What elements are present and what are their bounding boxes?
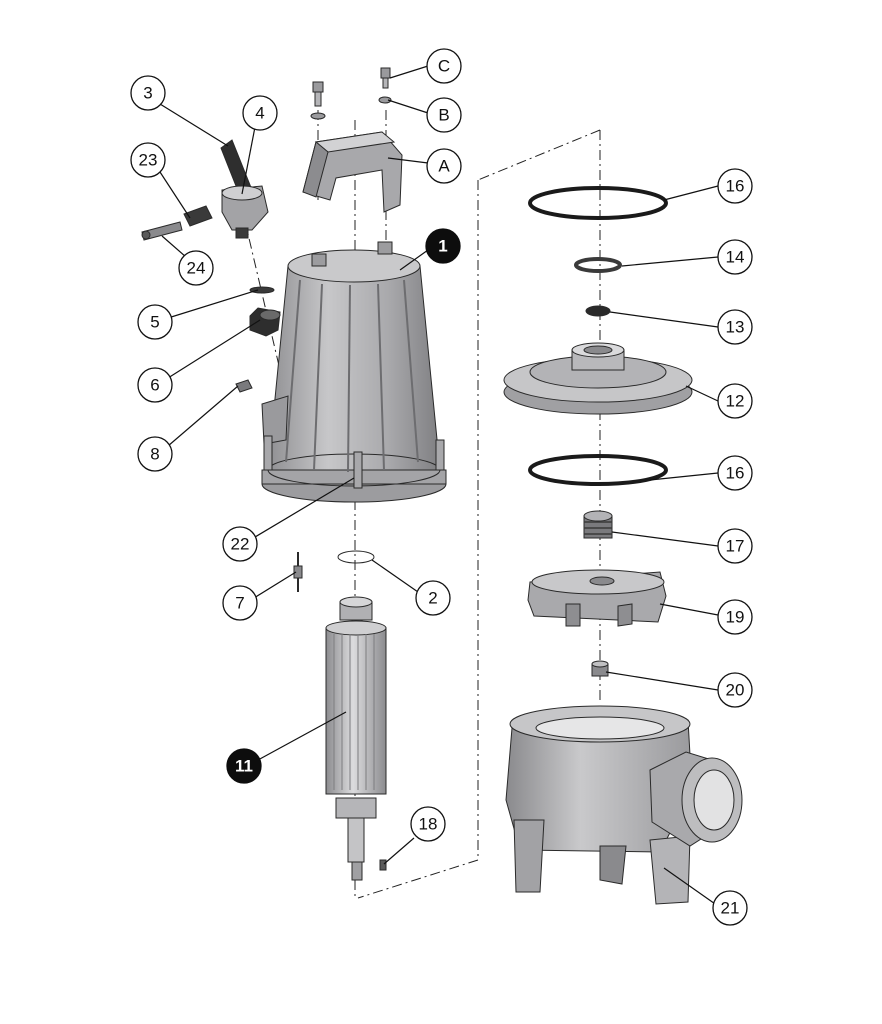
plug-23 (183, 205, 213, 227)
callout-16-bottom: 16 (717, 455, 753, 491)
callout-8: 8 (137, 436, 173, 472)
svg-text:19: 19 (726, 608, 745, 627)
callout-16-top: 16 (717, 168, 753, 204)
callout-a: A (426, 148, 462, 184)
svg-text:14: 14 (726, 248, 745, 267)
svg-text:7: 7 (235, 594, 244, 613)
screw-7 (293, 552, 303, 592)
svg-text:17: 17 (726, 537, 745, 556)
callout-5: 5 (137, 304, 173, 340)
rotor-shaft-11 (325, 596, 387, 881)
seal-plate-12 (503, 342, 693, 415)
svg-text:6: 6 (150, 376, 159, 395)
oring-2 (337, 550, 375, 564)
callout-1: 1 (425, 228, 461, 264)
housing-bolts (263, 435, 445, 489)
svg-text:12: 12 (726, 392, 745, 411)
seal-17 (583, 510, 613, 539)
callout-12: 12 (717, 383, 753, 419)
callout-b: B (426, 97, 462, 133)
svg-text:1: 1 (438, 237, 447, 256)
top-screw (310, 81, 326, 120)
seal-13 (585, 305, 611, 317)
leader-lines (159, 65, 719, 907)
callout-19: 19 (717, 599, 753, 635)
pin-8 (235, 379, 253, 393)
callout-24: 24 (178, 250, 214, 286)
svg-text:24: 24 (187, 259, 206, 278)
svg-text:16: 16 (726, 464, 745, 483)
callout-11: 11 (226, 748, 262, 784)
callout-21: 21 (712, 890, 748, 926)
svg-text:22: 22 (231, 535, 250, 554)
callout-4: 4 (242, 95, 278, 131)
svg-text:3: 3 (143, 84, 152, 103)
volute-casing-21 (505, 705, 743, 905)
svg-text:16: 16 (726, 177, 745, 196)
svg-text:23: 23 (139, 151, 158, 170)
svg-text:C: C (438, 57, 450, 76)
screw-24 (141, 221, 183, 241)
svg-text:20: 20 (726, 681, 745, 700)
callout-17: 17 (717, 528, 753, 564)
svg-text:18: 18 (419, 815, 438, 834)
callout-23: 23 (130, 142, 166, 178)
nut-20 (591, 660, 609, 677)
callout-22: 22 (222, 526, 258, 562)
svg-text:8: 8 (150, 445, 159, 464)
svg-text:11: 11 (235, 757, 253, 776)
lifting-bracket-a (302, 131, 403, 213)
oring-16-top (528, 186, 668, 220)
svg-text:21: 21 (721, 899, 740, 918)
callout-6: 6 (137, 367, 173, 403)
callout-18: 18 (410, 806, 446, 842)
oring-5 (249, 286, 275, 294)
ring-14 (574, 257, 622, 273)
oring-16-bottom (528, 454, 668, 486)
impeller-19 (527, 569, 667, 627)
callout-7: 7 (222, 585, 258, 621)
svg-text:4: 4 (255, 104, 264, 123)
svg-text:A: A (438, 157, 450, 176)
washer-b (378, 96, 392, 104)
callout-3: 3 (130, 75, 166, 111)
svg-text:5: 5 (150, 313, 159, 332)
svg-text:B: B (438, 106, 449, 125)
callout-20: 20 (717, 672, 753, 708)
callout-2: 2 (415, 580, 451, 616)
callout-14: 14 (717, 239, 753, 275)
cap-6 (249, 307, 281, 337)
cable-gland-4 (221, 185, 269, 239)
svg-text:13: 13 (726, 318, 745, 337)
callout-c: C (426, 48, 462, 84)
callout-13: 13 (717, 309, 753, 345)
key-18 (379, 859, 387, 871)
svg-text:2: 2 (428, 589, 437, 608)
screw-c (380, 67, 391, 89)
motor-housing-1 (261, 241, 447, 503)
